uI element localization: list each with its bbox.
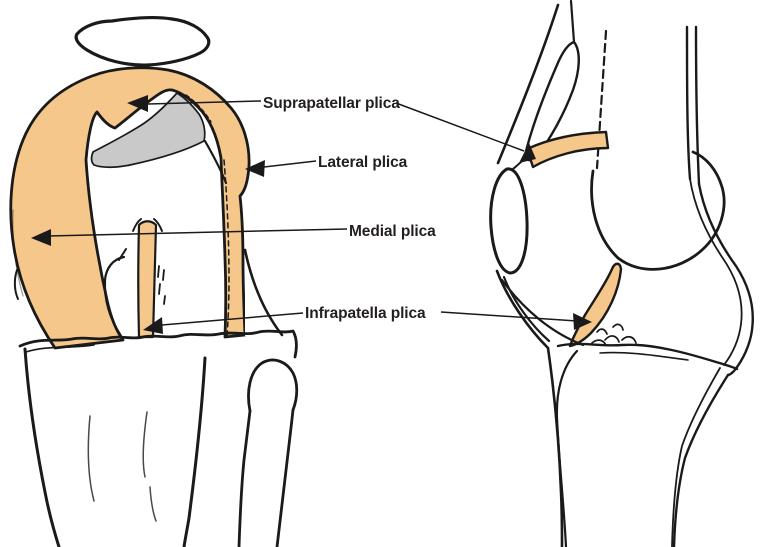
anterior-view-drawing	[9, 15, 299, 547]
infrapatella-plica-annotation: Infrapatella plica	[143, 305, 592, 334]
medial-plica-label: Medial plica	[349, 223, 436, 240]
femur-anterior-dashed-line	[595, 29, 608, 170]
tibia-front-outer	[546, 346, 564, 547]
femur-posterior-line-inner	[685, 25, 692, 181]
lateral-leader	[263, 160, 317, 168]
suprapatellar-arrowhead-left	[127, 95, 148, 112]
medial-leader	[47, 228, 348, 237]
patella-outline-lateral	[489, 167, 529, 275]
tibia-back-outer	[672, 373, 730, 547]
patellar-tendon-outer	[495, 269, 550, 350]
patellar-tendon-inner	[502, 275, 551, 343]
femoral-condyle-outline	[590, 150, 726, 271]
joint-line	[556, 342, 739, 371]
medial-plica-annotation: Medial plica	[31, 223, 436, 246]
ligament-hook-line	[103, 255, 126, 338]
lateral-arrowhead	[245, 160, 265, 177]
quadriceps-edge-line	[569, 0, 576, 44]
dashed-membrane-edge	[223, 159, 230, 338]
posterior-capsule-outer	[697, 182, 754, 377]
posterior-capsule-inner	[689, 178, 743, 366]
strip-flare-marks	[132, 218, 163, 232]
suprapatellar-arrowhead-right	[519, 143, 536, 163]
infrapatella-plica-label: Infrapatella plica	[305, 305, 426, 322]
fat-pad-squiggles	[591, 323, 637, 346]
plateau-echo-line	[25, 344, 95, 353]
fibula-head-outline	[247, 358, 299, 413]
infrapatella-arrowhead-left	[143, 317, 163, 334]
tibia-front-inner	[555, 349, 579, 547]
dashed-fold-edge	[185, 94, 212, 123]
tibia-back-inner	[671, 367, 721, 547]
label-annotations: Suprapatellar plica Lateral plica Medial…	[31, 95, 592, 334]
ring-edge-echo	[12, 209, 24, 297]
suprapatellar-leader-right	[395, 102, 525, 152]
lateral-plica-annotation: Lateral plica	[245, 154, 408, 177]
infrapatella-plica-crescent	[568, 262, 623, 348]
suprapatellar-plica-annotation: Suprapatellar plica	[127, 95, 536, 163]
plica-ring	[9, 66, 251, 350]
patella-outline-anterior	[74, 15, 211, 67]
suprapatellar-leader-left	[147, 100, 262, 105]
infrapatella-leader-left	[161, 312, 304, 326]
band-fold-tick	[13, 269, 19, 300]
infrapatella-leader-right	[440, 311, 578, 322]
tibia-ridge-lines	[87, 411, 157, 522]
hatch-marks	[157, 265, 166, 305]
femur-posterior-line-outer	[694, 25, 701, 186]
medial-arrowhead	[31, 229, 51, 246]
lateral-plica-label: Lateral plica	[318, 154, 408, 171]
infrapatella-plica-strip	[137, 220, 158, 339]
joint-line-echo	[599, 351, 689, 361]
lateral-view-drawing	[489, 0, 754, 547]
infrapatella-arrowhead-right	[573, 313, 592, 330]
tibial-plateau-line	[18, 329, 298, 359]
tibia-left-edge	[23, 347, 61, 547]
lateral-condyle-sliver	[245, 252, 281, 336]
lateral-condyle-edge	[243, 248, 284, 337]
suprapatellar-plica-label: Suprapatellar plica	[263, 95, 400, 112]
ligament-tick	[118, 248, 127, 261]
fibula-shaft-lines	[237, 408, 295, 547]
condyle-contour-line	[203, 139, 228, 185]
suprapatellar-plica-band	[525, 130, 610, 169]
suprapatellar-fold-shading	[90, 92, 206, 169]
tibia-right-edge	[182, 356, 207, 547]
